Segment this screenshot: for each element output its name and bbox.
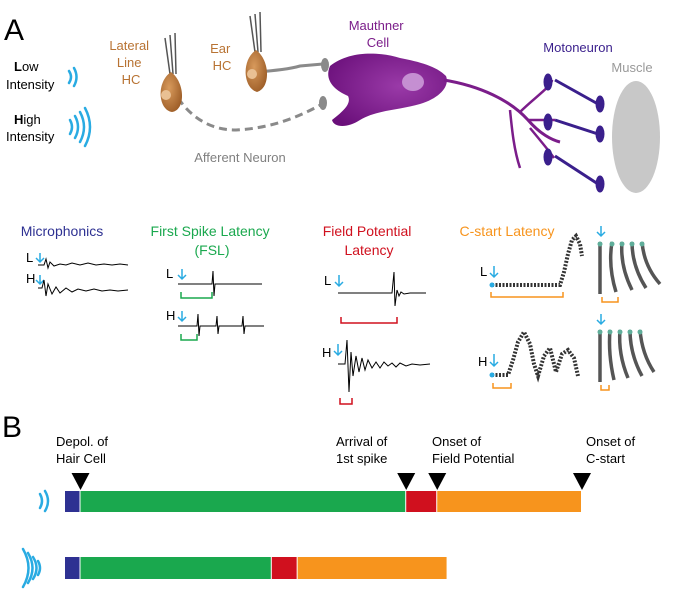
- svg-text:High: High: [14, 112, 41, 127]
- svg-text:L: L: [480, 264, 487, 279]
- svg-text:H: H: [478, 354, 487, 369]
- mauthner-cell: [328, 53, 561, 169]
- svg-text:L: L: [324, 273, 331, 288]
- low-intensity-legend: Low Intensity: [6, 59, 78, 92]
- high-initial: H: [14, 112, 23, 127]
- field-potential-title: Field Potential Latency: [323, 223, 416, 258]
- muscle-label: Muscle: [611, 60, 652, 75]
- svg-text:H: H: [322, 345, 331, 360]
- low-segment-field-potential-latency: [406, 491, 437, 512]
- event-marker-1: [71, 473, 90, 490]
- high-segment-field-potential-latency: [271, 557, 297, 579]
- low-segment-hair-cell-depolarization: [65, 491, 80, 512]
- c-start-high: H: [478, 327, 580, 389]
- fish-frames-high: [596, 314, 656, 391]
- svg-text:Low: Low: [14, 59, 39, 74]
- lateral-line-hair-cell: [160, 32, 183, 112]
- c-start-title: C-start Latency: [460, 223, 555, 239]
- svg-text:L: L: [166, 266, 173, 281]
- event-marker-4: [573, 473, 591, 490]
- high-line2: Intensity: [6, 129, 55, 144]
- low-initial: L: [14, 59, 22, 74]
- high-segment-c-start-latency: [297, 557, 447, 579]
- high-rest: igh: [23, 112, 40, 127]
- sound-wave-low-icon: [67, 66, 78, 88]
- sound-wave-high-icon: [68, 106, 92, 148]
- high-intensity-legend: High Intensity: [6, 106, 92, 148]
- event-marker-2: [397, 473, 416, 490]
- mauthner-label: Mauthner Cell: [349, 18, 408, 50]
- fsl-title: First Spike Latency (FSL): [151, 223, 274, 258]
- muscle: [612, 81, 660, 193]
- sound-wave-low-timeline-icon: [38, 489, 50, 513]
- svg-text:H: H: [166, 308, 175, 323]
- afferent-label: Afferent Neuron: [194, 150, 286, 165]
- motoneurons: [543, 73, 605, 193]
- ear-hair-cell: [245, 11, 268, 92]
- low-segment-c-start-latency: [437, 491, 581, 512]
- panel-label-a: A: [4, 14, 24, 47]
- c-start-low: L: [480, 232, 584, 298]
- motoneuron-label: Motoneuron: [543, 40, 612, 55]
- fish-frames-low: [596, 226, 662, 303]
- field-potential-high: H: [322, 339, 431, 405]
- timeline-bar-high: [65, 557, 447, 579]
- panel-label-b: B: [2, 411, 22, 444]
- low-segment-first-spike-latency: [80, 491, 406, 512]
- microphonics-low: L: [26, 250, 129, 270]
- low-line2: Intensity: [6, 77, 55, 92]
- ear-hc-label: Ear HC: [210, 41, 234, 73]
- svg-text:L: L: [26, 250, 33, 265]
- fsl-high: H: [166, 308, 264, 341]
- field-potential-low: L: [324, 271, 426, 324]
- lateral-line-label: Lateral Line HC: [109, 38, 152, 87]
- fsl-low: L: [166, 266, 262, 299]
- high-segment-first-spike-latency: [80, 557, 271, 579]
- low-rest: ow: [22, 59, 39, 74]
- svg-text:H: H: [26, 271, 35, 286]
- sound-wave-high-timeline-icon: [21, 547, 42, 589]
- event-marker-3: [428, 473, 447, 490]
- timeline-bar-low: [65, 491, 581, 512]
- microphonics-high: H: [26, 271, 129, 297]
- timeline-event-markers: [71, 473, 591, 490]
- microphonics-title: Microphonics: [21, 223, 103, 239]
- high-segment-hair-cell-depolarization: [65, 557, 80, 579]
